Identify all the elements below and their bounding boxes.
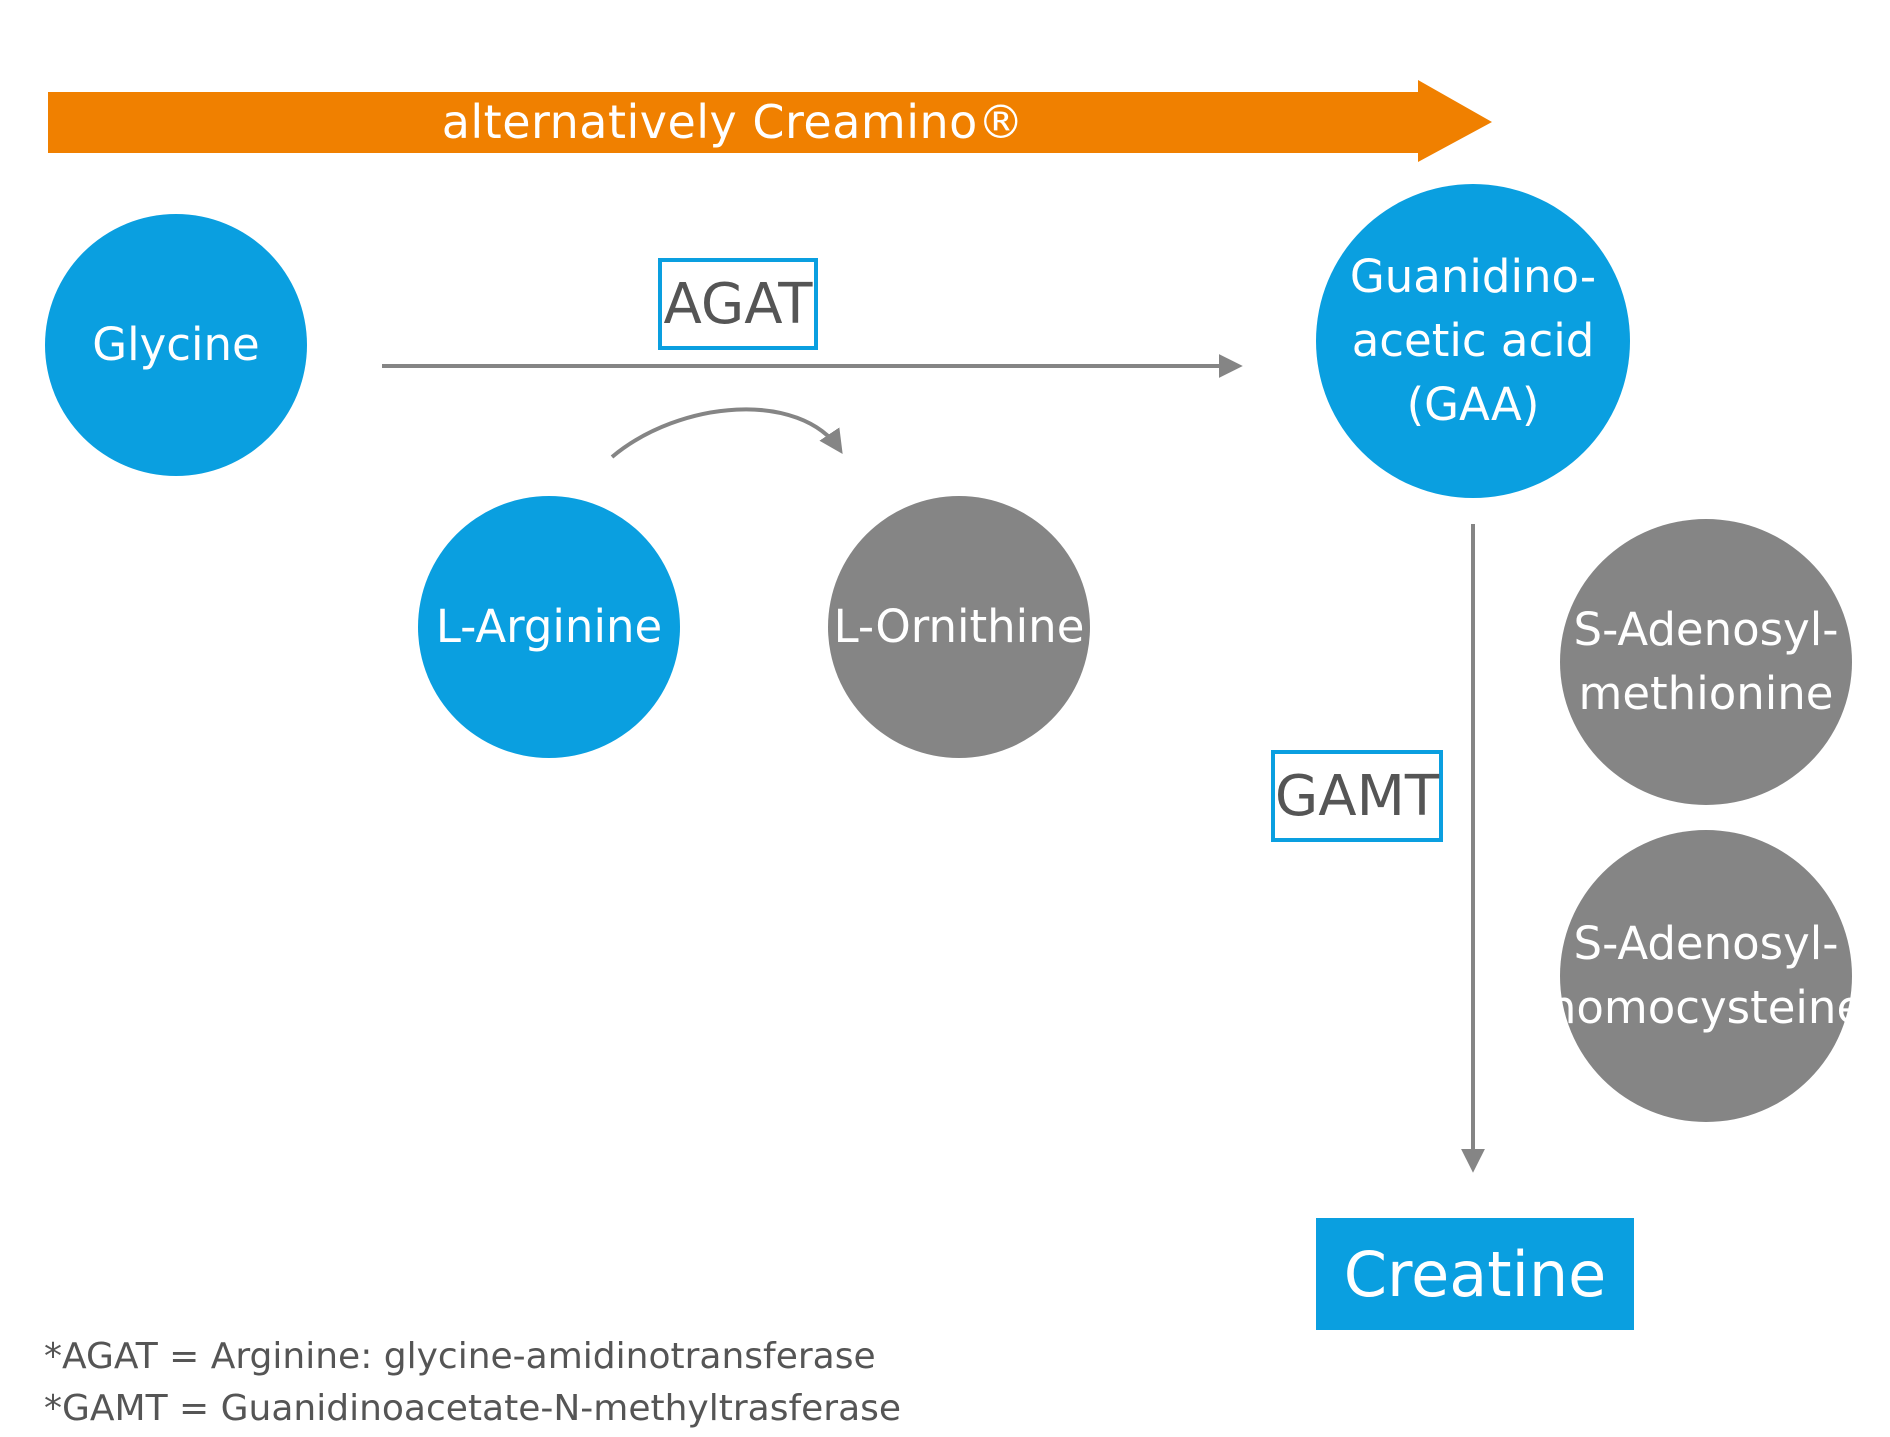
node-sam-label-line2: methionine <box>1578 667 1834 720</box>
node-sah-label-line2: homocysteine <box>1547 981 1865 1034</box>
node-glycine-label: Glycine <box>92 318 260 371</box>
creamino-banner-arrow <box>48 80 1492 162</box>
node-gaa-label-line2: acetic acid <box>1351 314 1595 367</box>
node-sam-label-line1: S-Adenosyl- <box>1573 603 1839 656</box>
arginine-to-ornithine-arrow <box>610 407 843 459</box>
node-l-arginine: L-Arginine <box>418 496 680 758</box>
node-glycine: Glycine <box>45 214 307 476</box>
node-l-arginine-label: L-Arginine <box>435 600 663 653</box>
enzyme-agat-box: AGAT <box>658 258 818 350</box>
node-gaa-label-line3: (GAA) <box>1406 378 1540 431</box>
node-gaa-label-line1: Guanidino- <box>1349 250 1597 303</box>
node-sah-label-line1: S-Adenosyl- <box>1573 917 1839 970</box>
node-s-adenosylmethionine: S-Adenosyl- methionine <box>1560 519 1852 805</box>
node-gaa: Guanidino- acetic acid (GAA) <box>1316 184 1630 498</box>
footnote-agat: *AGAT = Arginine: glycine-amidinotransfe… <box>44 1336 876 1377</box>
footnote-gamt: *GAMT = Guanidinoacetate-N-methyltrasfer… <box>44 1388 902 1429</box>
node-s-adenosylhomocysteine: S-Adenosyl- homocysteine <box>1548 830 1864 1122</box>
node-l-ornithine: L-Ornithine <box>828 496 1090 758</box>
enzyme-gamt-box: GAMT <box>1271 750 1443 842</box>
product-creatine: Creatine <box>1316 1218 1634 1330</box>
node-l-ornithine-label: L-Ornithine <box>833 600 1085 653</box>
banner-label: alternatively Creamino® <box>441 95 1025 149</box>
